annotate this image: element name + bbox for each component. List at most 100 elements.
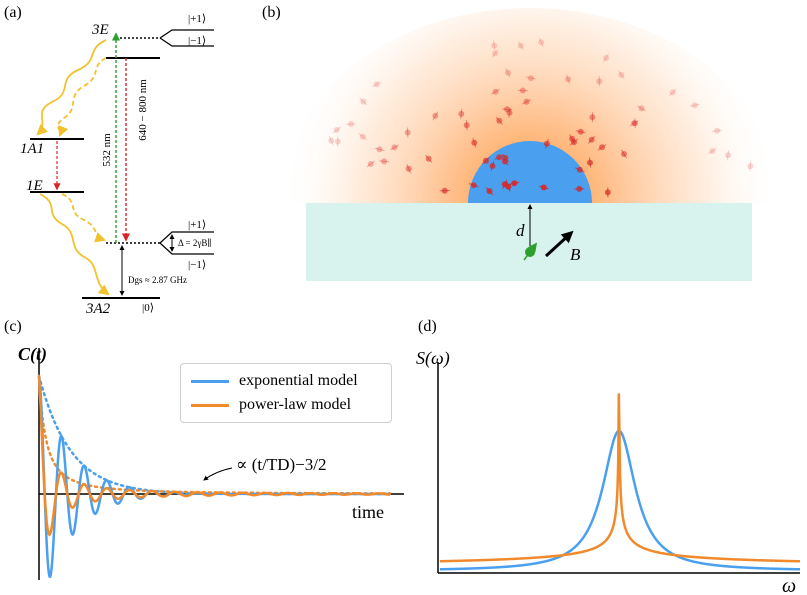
nuclear-spin-arrow <box>406 163 412 174</box>
isc-lower-dashed <box>57 57 107 138</box>
nuclear-spin-dot <box>596 78 603 85</box>
nuclear-spin-arrow <box>332 126 342 134</box>
nuclear-spin-arrow <box>517 41 524 51</box>
nuclear-spin-arrow <box>372 81 382 88</box>
nuclear-spin-arrow <box>491 49 499 58</box>
diamond-substrate <box>306 203 752 281</box>
label-zfs: Dgs ≈ 2.87 GHz <box>128 275 187 285</box>
nuclear-spin-arrow <box>389 144 400 151</box>
nv-spin-arrow <box>523 242 538 261</box>
nuclear-spin-dot <box>348 121 354 128</box>
d-ylabel: S(ω) <box>416 348 450 369</box>
nuclear-spin-dot <box>638 105 645 112</box>
annotation-label: ∝ (t/TD)−3/2 <box>236 455 327 474</box>
nuclear-spin-dot <box>538 39 545 46</box>
label-ground-plus: |+1⟩ <box>188 219 206 231</box>
nuclear-spin-arrow <box>603 53 610 63</box>
nuclear-spin-dot <box>360 98 367 105</box>
nuclear-spins <box>328 37 754 198</box>
nuclear-spin-dot <box>565 76 572 83</box>
nuclear-spin-arrow <box>575 130 586 134</box>
nuclear-spin-arrow <box>575 167 585 173</box>
nuclear-spin-arrow <box>425 154 433 163</box>
nuclear-spin-arrow <box>494 154 504 160</box>
energy-level-diagram: 3E 1A1 1E 3A2 |+1⟩ |−1⟩ |+1⟩ |−1⟩ |0⟩ Δ … <box>20 13 214 317</box>
nuclear-spin-arrow <box>366 160 376 168</box>
nuclear-spin-dot <box>589 114 596 121</box>
nuclear-spin-dot <box>523 98 530 105</box>
isc-ground-solid <box>39 193 110 296</box>
nuclear-spin-arrow <box>707 147 717 155</box>
power-law-curve <box>37 375 391 537</box>
panel-label-c: (c) <box>4 318 22 335</box>
nuclear-spin-dot <box>376 146 383 153</box>
nuclear-spin-dot <box>505 69 511 76</box>
nuclear-spin-arrow <box>468 183 479 188</box>
nuclear-spin-arrow <box>636 105 646 112</box>
label-excited-minus: |−1⟩ <box>188 35 206 47</box>
nuclear-spin-arrow <box>538 185 549 190</box>
d-xlabel: ω <box>782 575 796 595</box>
nuclear-spin-arrow <box>597 144 607 151</box>
nuclear-spin-dot <box>333 127 340 133</box>
isc-upper-solid <box>36 39 107 136</box>
power-law-spectrum <box>439 393 801 563</box>
nuclear-spin-arrow <box>358 133 367 141</box>
nuclear-spin-dot <box>714 127 721 134</box>
nuclear-spin-arrow <box>566 74 571 85</box>
nuclear-spin-arrow <box>491 88 501 95</box>
label-3e: 3E <box>91 22 109 38</box>
nuclear-spin-arrow <box>545 138 549 149</box>
panel-label-b: (b) <box>262 4 281 21</box>
nuclear-spin-arrow <box>712 130 723 132</box>
nuclear-spin-arrow <box>620 149 628 159</box>
legend-swatch-orange <box>191 403 229 407</box>
nuclear-spin-dot <box>631 120 638 127</box>
nuclear-spin-arrow <box>336 136 339 147</box>
nuclear-spin-dot <box>405 165 412 172</box>
isc-ground-dashed <box>61 193 107 243</box>
nuclear-spin-arrow <box>634 118 636 129</box>
nuclear-spin-dot <box>492 50 499 57</box>
nuclear-spin-dot <box>359 133 366 140</box>
nuclear-spin-dot <box>519 87 526 94</box>
nuclear-spin-arrow <box>538 37 544 48</box>
nuclear-spin-dot <box>463 122 470 129</box>
nuclear-spin-dot <box>491 42 498 49</box>
nuclear-spin-dot <box>709 148 716 154</box>
legend-label-exponential: exponential model <box>239 372 358 389</box>
nuclear-spin-arrow <box>490 161 495 171</box>
field-label: B <box>570 245 581 264</box>
spin-halo <box>280 8 780 203</box>
nuclear-spin-dot <box>458 110 465 117</box>
nuclear-spin-arrow <box>432 111 439 121</box>
nuclear-spin-arrow <box>505 67 511 78</box>
nuclear-spin-arrow <box>587 135 596 144</box>
nuclear-spin-arrow <box>588 157 592 168</box>
label-ground-zero: |0⟩ <box>142 302 154 314</box>
nuclear-spin-arrow <box>668 88 677 97</box>
nuclear-spin-arrow <box>521 99 532 105</box>
correlation-plot: ∝ (t/TD)−3/2 C(t) time <box>18 344 404 580</box>
nuclear-spin-arrow <box>379 160 390 163</box>
nuclear-spin-dot <box>632 120 639 127</box>
nuclear-spin-dot <box>404 129 411 136</box>
nuclear-spin-arrow <box>493 40 496 51</box>
nuclear-spin-arrow <box>749 161 752 172</box>
nuclear-spin-arrow <box>481 157 491 165</box>
nuclear-spin-dot <box>328 137 335 144</box>
excited-splitting <box>159 29 214 47</box>
label-1e: 1E <box>26 178 43 194</box>
nuclear-spin-dot <box>373 81 380 88</box>
nuclear-spin-dot <box>603 55 610 61</box>
nuclear-spin-arrow <box>502 179 508 190</box>
panel-label-a: (a) <box>4 4 22 21</box>
nuclear-spin-arrow <box>726 150 730 161</box>
ground-splitting <box>159 231 214 255</box>
nuclear-spin-dot <box>381 158 388 165</box>
nuclear-spin-arrow <box>460 108 463 119</box>
nuclear-spin-dot <box>504 106 511 113</box>
nuclear-spin-dot <box>506 109 513 116</box>
label-3a2: 3A2 <box>85 301 111 317</box>
nuclear-spin-arrow <box>508 107 511 118</box>
